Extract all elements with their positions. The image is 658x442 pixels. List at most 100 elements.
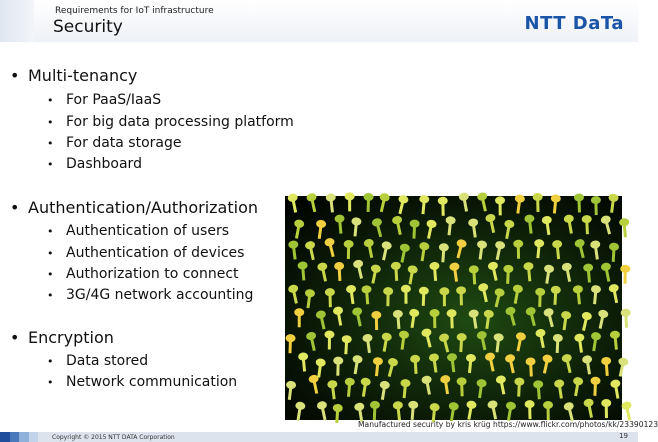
key-shape <box>561 311 572 331</box>
key-shape <box>327 380 338 400</box>
key-shape <box>535 328 546 349</box>
key-shape <box>392 215 403 236</box>
key-shape <box>316 219 327 239</box>
key-shape <box>550 194 561 214</box>
key-shape <box>468 218 479 238</box>
key-shape <box>541 216 552 236</box>
key-shape <box>468 265 479 285</box>
bullet-authentication: •Authentication/Authorization <box>10 198 259 217</box>
key-shape <box>445 216 456 236</box>
key-shape <box>351 217 362 237</box>
key-shape <box>591 332 601 352</box>
key-shape <box>600 215 612 235</box>
header-accent <box>0 0 34 42</box>
key-shape <box>503 264 514 284</box>
key-shape <box>468 309 479 329</box>
key-shape <box>525 357 536 377</box>
key-shape <box>495 375 506 395</box>
key-shape <box>362 334 373 354</box>
keys-image <box>285 192 632 424</box>
sub-bullet: •Data stored <box>47 353 149 369</box>
key-shape <box>618 357 629 377</box>
key-shape <box>583 398 594 418</box>
key-shape <box>315 358 326 378</box>
slide-subtitle: Requirements for IoT infrastructure <box>55 6 214 16</box>
key-shape <box>487 400 498 420</box>
key-shape <box>344 192 355 212</box>
key-shape <box>456 377 467 397</box>
key-shape <box>610 379 621 399</box>
bullet-multi-tenancy: •Multi-tenancy <box>10 66 138 85</box>
key-shape <box>505 401 516 421</box>
key-shape <box>514 377 525 397</box>
key-shape <box>514 194 525 214</box>
key-shape <box>400 379 411 399</box>
key-shape <box>590 376 601 396</box>
key-shape <box>505 306 516 326</box>
key-shape <box>390 261 401 281</box>
key-shape <box>458 192 469 212</box>
key-shape <box>316 401 327 421</box>
key-shape <box>590 196 601 216</box>
header-band <box>0 0 638 42</box>
page-number: 19 <box>619 432 628 440</box>
key-shape <box>505 354 516 374</box>
key-shape <box>332 403 343 424</box>
key-shape <box>363 238 374 259</box>
key-shape <box>590 240 601 260</box>
sub-bullet: •3G/4G network accounting <box>47 287 254 303</box>
key-shape <box>524 400 535 420</box>
photo-caption: Manufactured security by kris krüg https… <box>358 420 658 429</box>
sub-bullet: •For data storage <box>47 135 182 151</box>
key-shape <box>582 355 593 375</box>
key-shape <box>543 308 554 328</box>
key-shape <box>286 380 297 401</box>
key-shape <box>621 401 632 421</box>
key-shape <box>305 241 316 261</box>
key-shape <box>465 353 476 374</box>
key-shape <box>392 401 403 421</box>
key-shape <box>552 334 563 354</box>
key-shape <box>573 193 584 213</box>
key-shape <box>581 311 592 331</box>
key-shape <box>304 289 315 309</box>
key-shape <box>400 284 411 304</box>
key-shape <box>410 354 421 374</box>
sub-bullet: •Authentication of devices <box>47 245 245 261</box>
key-shape <box>478 283 489 303</box>
key-shape <box>352 355 363 375</box>
key-shape <box>583 263 594 283</box>
key-shape <box>354 402 365 422</box>
slide-title: Security <box>53 17 123 37</box>
key-shape <box>360 377 371 397</box>
key-shape <box>379 380 390 401</box>
footer-color-block <box>9 432 19 442</box>
key-shape <box>294 308 305 328</box>
key-shape <box>287 193 298 213</box>
key-shape <box>409 308 420 329</box>
key-shape <box>419 242 430 262</box>
key-shape <box>288 240 299 260</box>
keys-photo <box>285 192 632 424</box>
key-shape <box>574 239 585 259</box>
key-shape <box>552 240 563 260</box>
key-shape <box>399 243 410 263</box>
key-shape <box>487 261 498 281</box>
key-shape <box>600 262 611 282</box>
sub-bullet: •Authentication of users <box>47 223 229 239</box>
bullet-encryption: •Encryption <box>10 328 114 347</box>
key-shape <box>409 219 420 239</box>
key-shape <box>306 331 317 351</box>
key-shape <box>341 335 352 355</box>
key-shape <box>598 309 609 329</box>
footer-color-block <box>0 432 10 442</box>
key-shape <box>418 286 429 306</box>
key-shape <box>581 215 592 235</box>
key-shape <box>352 307 363 327</box>
key-shape <box>601 356 612 377</box>
key-shape <box>477 192 488 212</box>
key-shape <box>346 285 357 305</box>
key-shape <box>543 400 554 420</box>
key-shape <box>485 352 495 372</box>
key-shape <box>456 239 467 259</box>
